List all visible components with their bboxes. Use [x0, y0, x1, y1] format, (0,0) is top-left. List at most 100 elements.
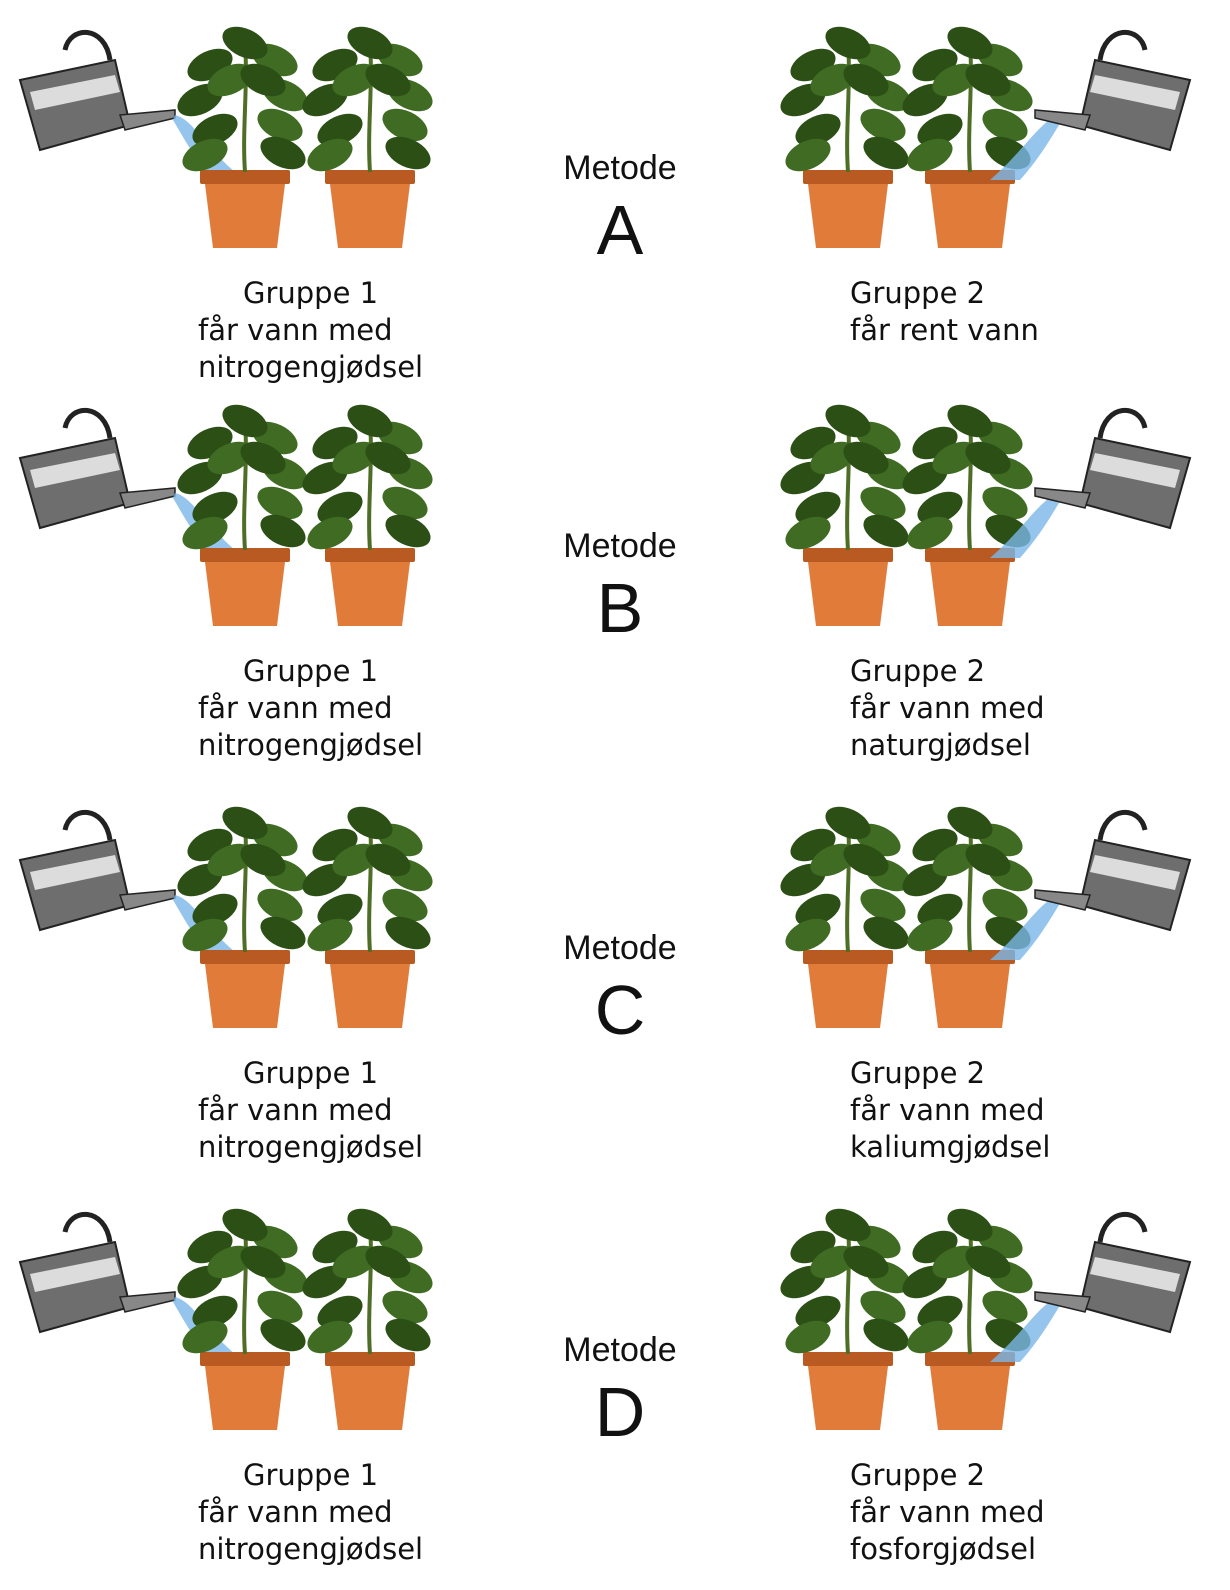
group-1-caption: Gruppe 1 får vann med nitrogengjødsel: [198, 1457, 423, 1568]
water-stream: [990, 895, 1062, 960]
tomato-plant: [780, 26, 911, 248]
leaf: [365, 1245, 411, 1279]
leaf: [863, 514, 909, 548]
can-highlight: [30, 855, 120, 890]
leaf: [317, 491, 363, 525]
leaf: [825, 806, 871, 840]
pot-rim: [925, 1352, 1015, 1366]
leaf: [863, 1318, 909, 1352]
leaf: [192, 491, 238, 525]
leaf: [917, 491, 963, 525]
group-2-panel: Gruppe 2 får vann med kaliumgjødsel: [770, 800, 1230, 1180]
pot-rim: [200, 170, 290, 184]
can-handle: [62, 30, 113, 61]
leaf: [785, 516, 831, 550]
can-highlight: [30, 1257, 120, 1292]
pot-body: [930, 562, 1010, 626]
leaf: [825, 26, 871, 60]
pot-body: [205, 184, 285, 248]
leaf: [385, 514, 431, 548]
tomato-plant: [780, 806, 911, 1028]
leaf: [260, 1318, 306, 1352]
leaf: [317, 113, 363, 147]
method-label: Metode D: [520, 1330, 720, 1454]
pot-body: [930, 184, 1010, 248]
method-label: Metode C: [520, 928, 720, 1052]
leaf: [947, 1208, 993, 1242]
water-stream: [990, 115, 1062, 180]
leaf: [982, 888, 1028, 922]
group-line-1: får rent vann: [850, 313, 1039, 347]
can-highlight: [1090, 855, 1180, 890]
group-line-2: kaliumgjødsel: [850, 1130, 1051, 1164]
leaf: [860, 486, 906, 520]
leaf: [795, 1295, 841, 1329]
leaf: [965, 441, 1011, 475]
group-title: Gruppe 1: [243, 1458, 379, 1492]
group-2-caption: Gruppe 2 får rent vann: [850, 275, 1039, 349]
leaf: [825, 1208, 871, 1242]
plant-stem: [367, 417, 373, 551]
can-handle: [62, 810, 113, 841]
plant-stem: [242, 39, 248, 173]
leaf: [347, 26, 393, 60]
tomato-plant: [177, 404, 308, 626]
leaf: [843, 63, 889, 97]
leaf: [382, 1290, 428, 1324]
tomato-plant: [780, 1208, 911, 1430]
pot-body: [808, 1366, 888, 1430]
leaf: [192, 1295, 238, 1329]
plant-stem: [242, 819, 248, 953]
can-handle: [1097, 30, 1148, 61]
leaf: [795, 491, 841, 525]
pot-rim: [200, 1352, 290, 1366]
leaf: [257, 1290, 303, 1324]
watering-can-icon: [1034, 30, 1192, 152]
leaf: [257, 486, 303, 520]
group-line-1: får vann med: [198, 691, 393, 725]
group-1-caption: Gruppe 1 får vann med nitrogengjødsel: [198, 653, 423, 764]
pot-rim: [325, 1352, 415, 1366]
pot-rim: [803, 1352, 893, 1366]
group-title: Gruppe 2: [850, 654, 986, 688]
leaf: [860, 1290, 906, 1324]
group-2-panel: Gruppe 2 får vann med fosforgjødsel: [770, 1202, 1230, 1582]
leaf: [222, 26, 268, 60]
leaf: [785, 138, 831, 172]
method-letter: C: [594, 971, 646, 1049]
leaf: [795, 113, 841, 147]
water-stream: [990, 1297, 1062, 1362]
pot-rim: [925, 170, 1015, 184]
method-word: Metode: [563, 1331, 677, 1369]
pot-rim: [325, 170, 415, 184]
leaf: [917, 113, 963, 147]
leaf: [947, 26, 993, 60]
leaf: [307, 918, 353, 952]
pot-body: [808, 562, 888, 626]
pot-rim: [325, 548, 415, 562]
plant-stem: [845, 819, 851, 953]
watering-can-icon: [18, 30, 176, 152]
plant-stem: [845, 39, 851, 173]
group-line-1: får vann med: [850, 1495, 1045, 1529]
group-2-caption: Gruppe 2 får vann med fosforgjødsel: [850, 1457, 1045, 1568]
group-2-caption: Gruppe 2 får vann med kaliumgjødsel: [850, 1055, 1050, 1166]
group-1-caption: Gruppe 1 får vann med nitrogengjødsel: [198, 1055, 423, 1166]
group-2-panel: Gruppe 2 får vann med naturgjødsel: [770, 398, 1230, 778]
leaf: [347, 806, 393, 840]
leaf: [785, 918, 831, 952]
leaf: [182, 516, 228, 550]
leaf: [365, 843, 411, 877]
leaf: [260, 136, 306, 170]
watering-can-icon: [1034, 408, 1192, 530]
leaf: [785, 1320, 831, 1354]
watering-illustration-left: [18, 806, 433, 1028]
leaf: [907, 516, 953, 550]
leaf: [257, 888, 303, 922]
group-title: Gruppe 2: [850, 276, 986, 310]
leaf: [240, 1245, 286, 1279]
watering-can-icon: [18, 408, 176, 530]
leaf: [863, 136, 909, 170]
pot-rim: [200, 548, 290, 562]
group-line-2: nitrogengjødsel: [198, 1532, 424, 1566]
